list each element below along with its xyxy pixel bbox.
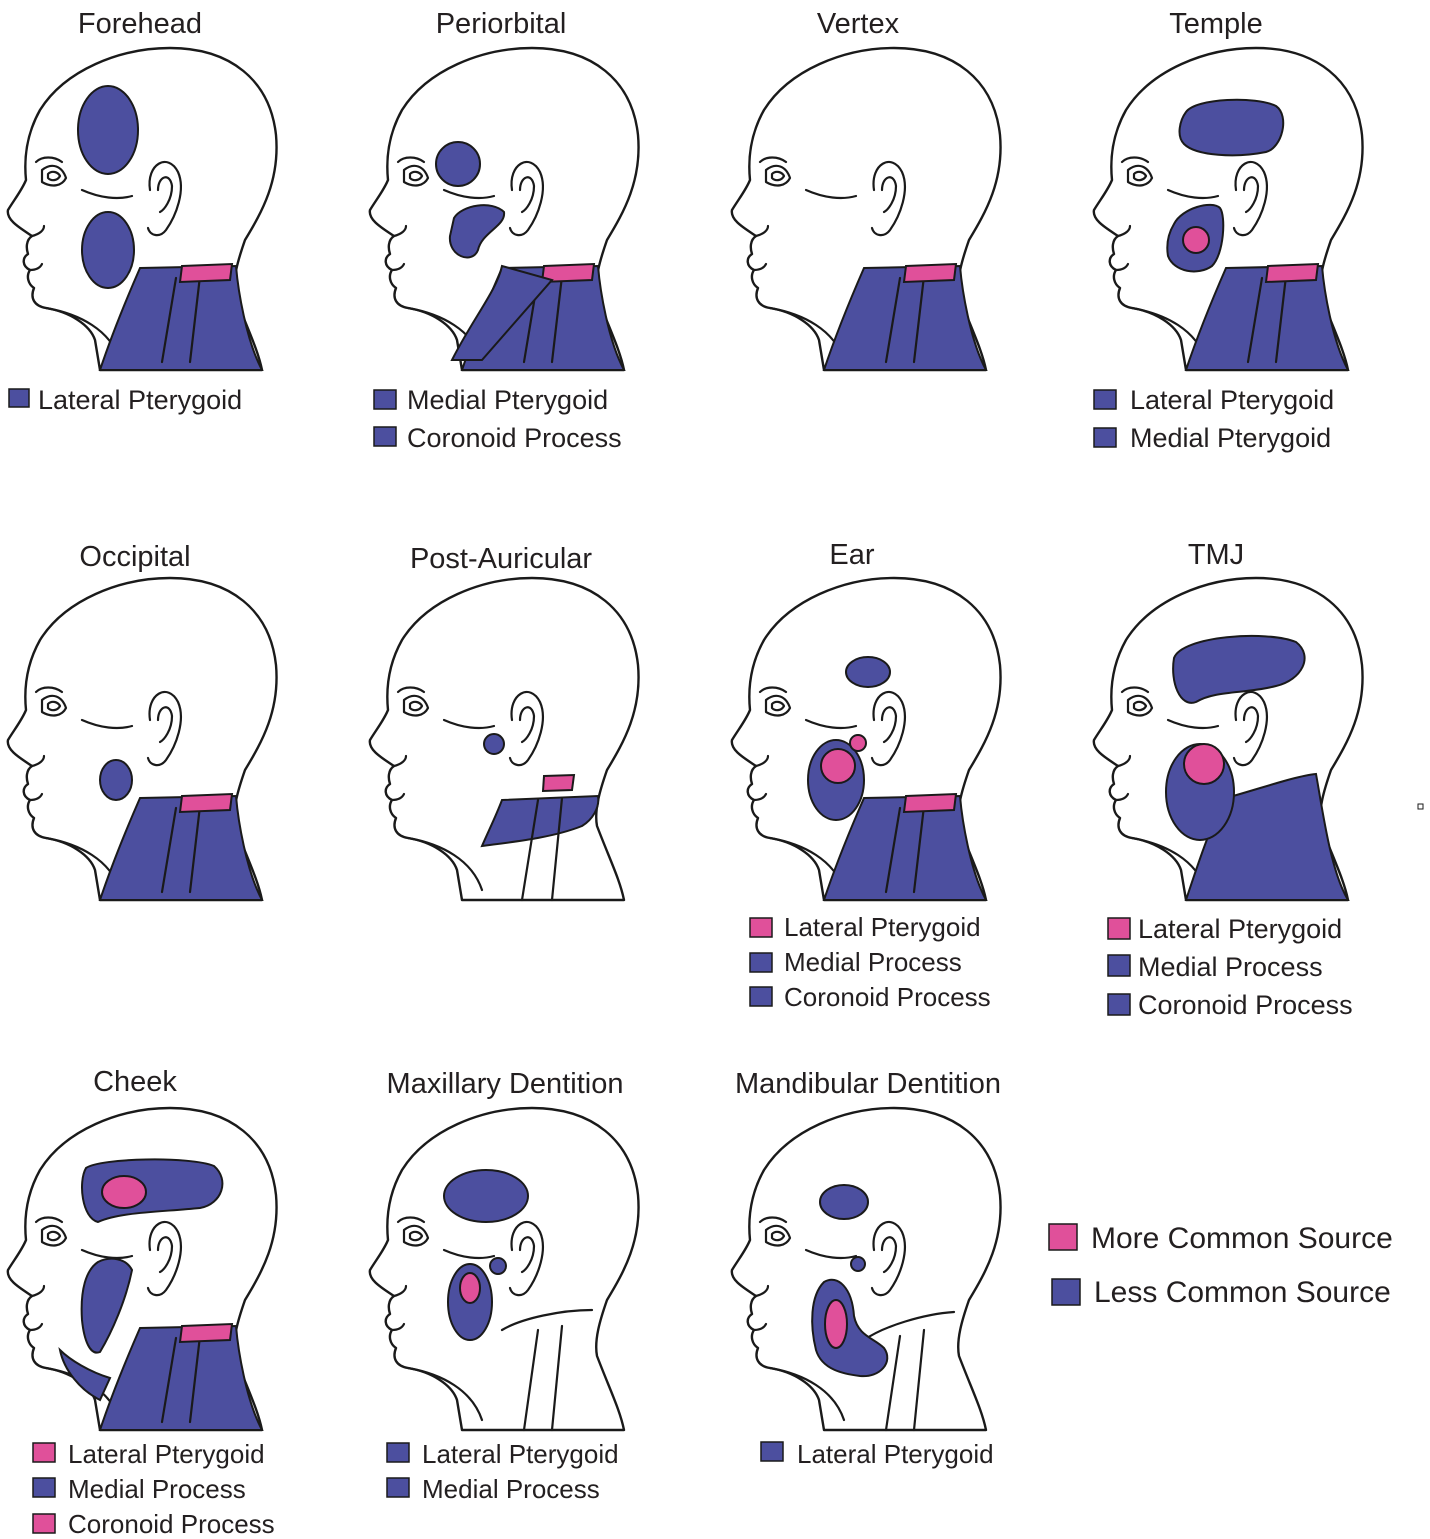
legend-label: Lateral Pterygoid	[784, 912, 981, 942]
key-label-less-common: Less Common Source	[1094, 1276, 1391, 1309]
legend-label: Coronoid Process	[68, 1509, 275, 1539]
legend-swatch	[750, 918, 772, 937]
head-diagram-temple	[1094, 48, 1363, 370]
legend-cheek: Lateral Pterygoid Medial Process Coronoi…	[33, 1439, 275, 1539]
legend-swatch	[374, 427, 396, 446]
legend-swatch	[1108, 994, 1130, 1015]
legend-tmj: Lateral Pterygoid Medial Process Coronoi…	[1108, 914, 1353, 1020]
head-diagram-tmj	[1094, 578, 1363, 900]
legend-label: Lateral Pterygoid	[1138, 914, 1342, 944]
panel-title-tmj: TMJ	[1188, 539, 1244, 571]
legend-swatch	[33, 1443, 55, 1462]
panel-title-periorbital: Periorbital	[436, 8, 567, 40]
legend-ear: Lateral Pterygoid Medial Process Coronoi…	[750, 912, 991, 1012]
legend-label: Lateral Pterygoid	[68, 1439, 265, 1469]
legend-label: Medial Process	[1138, 952, 1323, 982]
legend-swatch	[750, 953, 772, 972]
legend-periorbital: Medial Pterygoid Coronoid Process	[374, 385, 622, 453]
head-diagram-mandibular-dentition	[732, 1108, 1001, 1430]
legend-swatch	[9, 389, 29, 407]
legend-swatch	[1094, 428, 1116, 447]
head-diagram-maxillary-dentition	[370, 1108, 639, 1430]
panel-title-mandibular-dentition: Mandibular Dentition	[735, 1068, 1001, 1100]
legend-swatch	[33, 1514, 55, 1533]
marker-square	[1418, 804, 1423, 809]
legend-swatch	[1094, 390, 1116, 409]
legend-temple: Lateral Pterygoid Medial Pterygoid	[1094, 385, 1334, 453]
legend-forehead: Lateral Pterygoid	[9, 385, 242, 415]
legend-label: Lateral Pterygoid	[38, 385, 242, 415]
legend-swatch	[761, 1442, 783, 1461]
legend-swatch	[750, 987, 772, 1006]
legend-swatch	[33, 1478, 55, 1497]
legend-label: Medial Process	[422, 1474, 600, 1504]
panel-title-temple: Temple	[1169, 8, 1263, 40]
legend-swatch	[1108, 955, 1130, 976]
legend-label: Medial Pterygoid	[1130, 423, 1331, 453]
legend-label: Coronoid Process	[1138, 990, 1353, 1020]
legend-swatch	[1108, 918, 1130, 939]
legend-mandibular-dentition: Lateral Pterygoid	[761, 1439, 994, 1469]
panel-title-post-auricular: Post-Auricular	[410, 543, 592, 575]
key-swatch-less-common	[1052, 1279, 1080, 1305]
legend-label: Medial Pterygoid	[407, 385, 608, 415]
panel-title-occipital: Occipital	[79, 541, 190, 573]
head-diagram-ear	[732, 578, 1001, 900]
head-diagram-forehead	[8, 48, 277, 370]
head-diagram-vertex	[732, 48, 1001, 370]
panel-title-cheek: Cheek	[93, 1066, 177, 1098]
legend-label: Coronoid Process	[784, 982, 991, 1012]
panel-title-maxillary-dentition: Maxillary Dentition	[387, 1068, 624, 1100]
legend-label: Lateral Pterygoid	[422, 1439, 619, 1469]
head-diagram-periorbital	[370, 48, 639, 370]
legend-swatch	[387, 1478, 409, 1497]
panel-title-ear: Ear	[829, 539, 874, 571]
legend-swatch	[387, 1443, 409, 1462]
legend-maxillary-dentition: Lateral Pterygoid Medial Process	[387, 1439, 619, 1504]
head-diagram-cheek	[8, 1108, 277, 1430]
color-key: More Common Source Less Common Source	[1049, 1222, 1393, 1309]
legend-label: Lateral Pterygoid	[1130, 385, 1334, 415]
head-diagram-occipital	[8, 578, 277, 900]
legend-label: Medial Process	[68, 1474, 246, 1504]
key-swatch-more-common	[1049, 1224, 1077, 1250]
head-diagram-post-auricular	[370, 578, 639, 900]
legend-label: Coronoid Process	[407, 423, 622, 453]
legend-label: Medial Process	[784, 947, 962, 977]
panel-title-forehead: Forehead	[78, 8, 202, 40]
key-label-more-common: More Common Source	[1091, 1222, 1393, 1255]
panel-title-vertex: Vertex	[817, 8, 900, 40]
legend-label: Lateral Pterygoid	[797, 1439, 994, 1469]
legend-swatch	[374, 390, 396, 409]
